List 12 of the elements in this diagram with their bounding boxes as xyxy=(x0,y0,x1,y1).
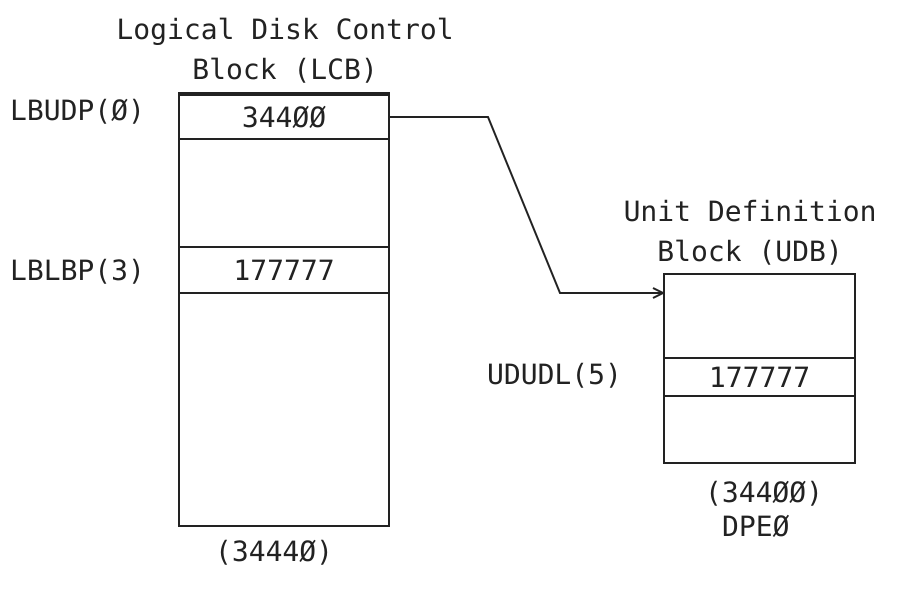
arrow xyxy=(388,116,664,299)
device-name: DPEØ xyxy=(722,510,790,543)
block-title: Logical Disk Control Block (LCB) xyxy=(115,12,455,88)
memory-word: 344ØØ xyxy=(180,94,388,140)
field-name: LBUDP(Ø) xyxy=(10,94,145,127)
memory-word: 177777 xyxy=(180,246,388,294)
field-name: UDUDL(5) xyxy=(487,358,622,391)
address-label: (344ØØ) xyxy=(705,476,824,509)
block-title: Unit Definition Block (UDB) xyxy=(622,194,878,270)
field-name: LBLBP(3) xyxy=(10,254,145,287)
memory-word: 177777 xyxy=(665,357,854,397)
address-label: (3444Ø) xyxy=(215,535,334,568)
